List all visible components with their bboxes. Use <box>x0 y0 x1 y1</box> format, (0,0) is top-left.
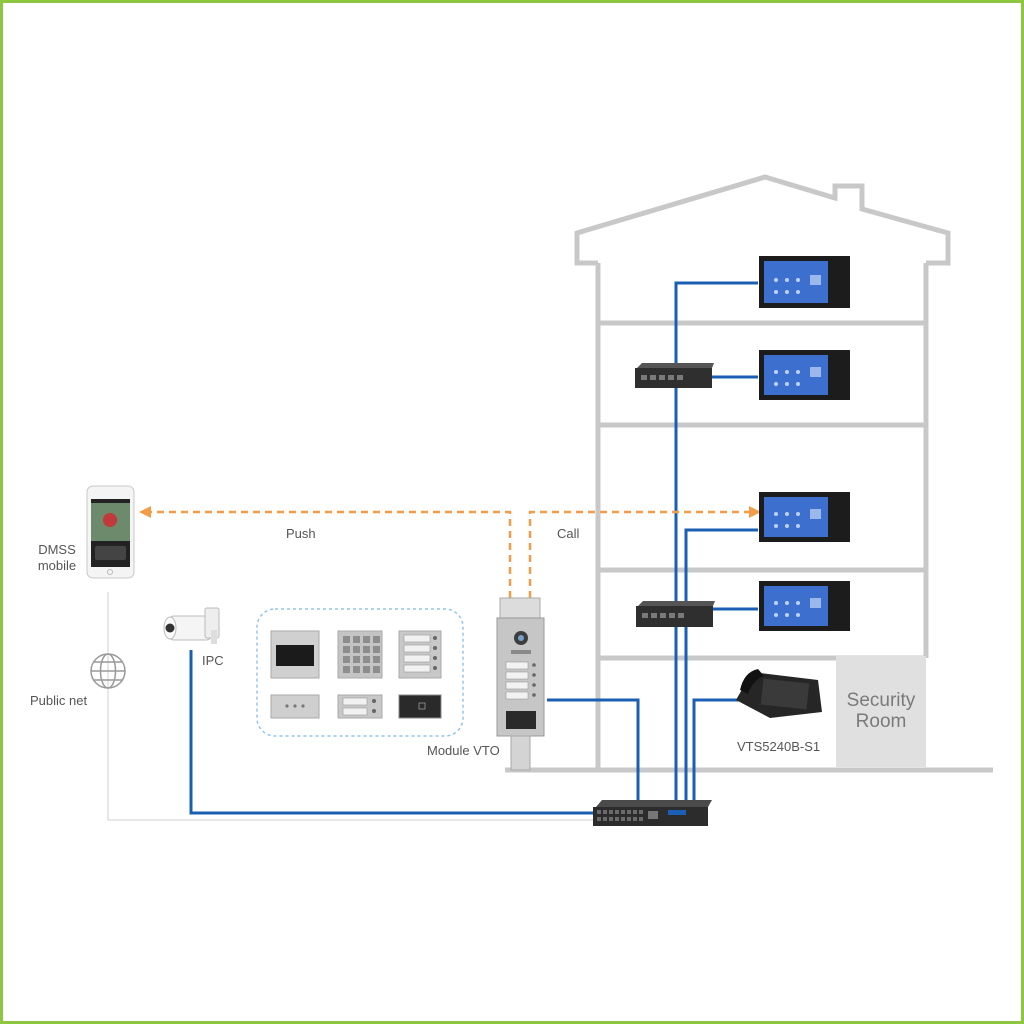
card-reader-module-icon <box>398 694 442 719</box>
indoor-monitor-icon <box>759 256 850 308</box>
push-arrow-line <box>150 510 512 598</box>
vts-model-label: VTS5240B-S1 <box>737 739 821 754</box>
upper-riser <box>674 281 758 802</box>
button-module-icon <box>398 630 442 679</box>
call-label: Call <box>557 526 580 541</box>
globe-icon <box>90 653 126 689</box>
dmss-label-line1: DMSS <box>38 542 76 557</box>
two-button-module-icon <box>337 694 383 719</box>
display-module-icon <box>270 630 320 679</box>
ipc-link <box>189 650 596 815</box>
vts-link <box>692 698 748 802</box>
ipc-label: IPC <box>202 653 224 668</box>
security-room-label-line2: Room <box>855 711 907 732</box>
floor-switch-upper-icon <box>635 363 714 388</box>
desk-station-icon <box>736 669 822 718</box>
push-label: Push <box>286 526 316 541</box>
signal-arrows <box>150 510 750 598</box>
keypad-module-icon <box>337 630 383 679</box>
security-room-label-line1: Security <box>846 690 916 711</box>
push-arrowhead <box>139 506 151 518</box>
indoor-monitor-icon <box>759 581 850 631</box>
network-switch-icon <box>593 800 712 826</box>
security-room-label: Security Room <box>836 690 926 732</box>
call-arrowhead <box>749 506 761 518</box>
bullet-camera-icon <box>163 607 220 644</box>
indoor-monitor-icon <box>759 350 850 400</box>
floor-switch-lower-icon <box>636 601 715 627</box>
public-net-label: Public net <box>30 693 88 708</box>
vto-link <box>547 698 640 802</box>
security-room-block <box>836 656 926 767</box>
call-arrow-line <box>528 510 750 598</box>
public-net-line <box>107 592 596 821</box>
module-vto-label: Module VTO <box>427 743 500 758</box>
indoor-monitor-icon <box>759 492 850 542</box>
building <box>505 174 993 773</box>
building-roof <box>574 174 951 266</box>
door-station-icon <box>496 597 545 771</box>
network-lines <box>189 281 758 815</box>
dmss-label: DMSS mobile <box>22 542 92 574</box>
smartphone-icon <box>86 485 135 579</box>
lower-riser <box>684 528 758 802</box>
dmss-label-line2: mobile <box>37 558 77 573</box>
vto-modules-panel <box>256 608 464 737</box>
indicator-module-icon <box>270 694 320 719</box>
